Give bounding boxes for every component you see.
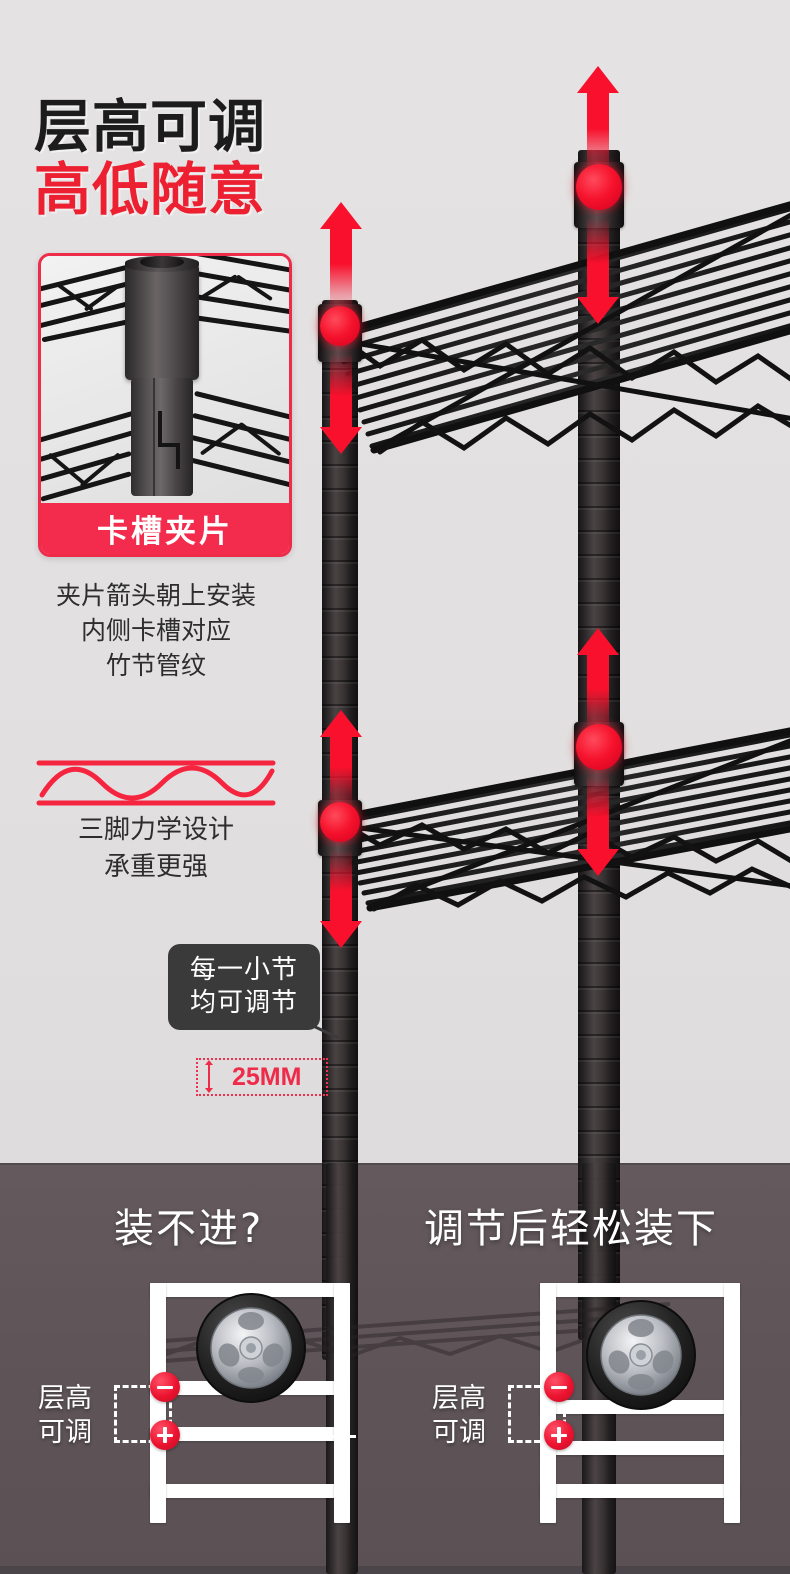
callout-line-1: 每一小节 <box>189 955 298 985</box>
minus-icon <box>551 1385 567 1389</box>
callout-bubble: 每一小节 均可调节 <box>168 944 320 1030</box>
minus-icon <box>157 1385 173 1389</box>
left-shelf-bar-top <box>150 1283 350 1297</box>
left-adjust-range-box <box>114 1385 172 1443</box>
inset-wire <box>193 256 289 275</box>
right-adjust-label-line1: 层高 <box>432 1383 486 1414</box>
installation-instructions: 夹片箭头朝上安装 内侧卡槽对应 竹节管纹 <box>0 578 312 683</box>
wave-graphic <box>36 757 276 809</box>
right-adjust-label-line2: 可调 <box>432 1417 486 1448</box>
increment-measurement: 25MM <box>196 1058 328 1096</box>
inset-wire <box>187 457 289 488</box>
left-adjust-label-line2: 可调 <box>38 1417 92 1448</box>
inset-wire <box>193 315 289 334</box>
right-shelf-bar-bottom <box>540 1484 740 1498</box>
clip-detail-photo <box>41 256 289 503</box>
headline-line-2: 高低随意 <box>34 157 266 223</box>
comparison-title-right: 调节后轻松装下 <box>424 1206 718 1252</box>
plus-icon-v <box>163 1427 167 1443</box>
top-background <box>0 0 790 1163</box>
measure-value: 25MM <box>232 1062 302 1091</box>
clip-detail-caption: 卡槽夹片 <box>41 503 289 554</box>
instruction-line-2: 内侧卡槽对应 <box>80 616 231 645</box>
clip-detail-caption-text: 卡槽夹片 <box>97 514 233 550</box>
clip-slot-horizontal <box>158 443 180 447</box>
feature-line-2: 承重更强 <box>103 852 208 882</box>
right-adjust-label: 层高 可调 <box>420 1382 498 1450</box>
comparison-title-left: 装不进? <box>114 1206 264 1252</box>
left-adjust-label: 层高 可调 <box>26 1382 104 1450</box>
sine-wave-icon <box>36 760 276 806</box>
right-shelf-bar-low <box>540 1441 740 1455</box>
left-plus-badge <box>150 1420 180 1450</box>
left-shelf-bar-bottom <box>150 1484 350 1498</box>
inset-wire <box>193 293 289 316</box>
instruction-line-1: 夹片箭头朝上安装 <box>55 581 256 610</box>
left-shelf-post-left <box>150 1283 166 1523</box>
left-minus-badge <box>150 1372 180 1402</box>
right-adjust-range-box <box>508 1385 566 1443</box>
inset-wire <box>41 409 138 444</box>
bottom-edge-strip <box>0 1566 790 1574</box>
clip-slot-vertical <box>158 411 162 447</box>
right-shelf-post-right <box>724 1283 740 1523</box>
left-adjust-range-extension <box>166 1435 356 1438</box>
pole-collar <box>125 262 199 380</box>
left-shelf-bar-low <box>150 1427 350 1441</box>
left-shelf-post-right <box>334 1283 350 1523</box>
clip-seam-line <box>153 378 155 496</box>
right-shelf-bar-top <box>540 1283 740 1297</box>
headline-line-1: 层高可调 <box>34 94 266 160</box>
headline-block: 层高可调 高低随意 <box>34 96 266 222</box>
clip-detail-card: 卡槽夹片 <box>38 253 292 557</box>
pole-collar-bore <box>140 256 184 268</box>
feature-text: 三脚力学设计 承重更强 <box>0 812 312 886</box>
plus-icon-v <box>557 1427 561 1443</box>
adjustment-clip <box>131 378 193 496</box>
callout-line-2: 均可调节 <box>189 988 298 1018</box>
right-wheel-tire <box>586 1300 696 1410</box>
right-minus-badge <box>544 1372 574 1402</box>
left-adjust-label-line1: 层高 <box>38 1383 92 1414</box>
left-wheel-tire <box>196 1293 306 1403</box>
right-plus-badge <box>544 1420 574 1450</box>
clip-slot-vertical-2 <box>176 443 180 469</box>
instruction-line-3: 竹节管纹 <box>105 651 206 680</box>
measure-arrow-icon <box>205 1060 213 1093</box>
feature-line-1: 三脚力学设计 <box>77 815 234 845</box>
right-shelf-post-left <box>540 1283 556 1523</box>
